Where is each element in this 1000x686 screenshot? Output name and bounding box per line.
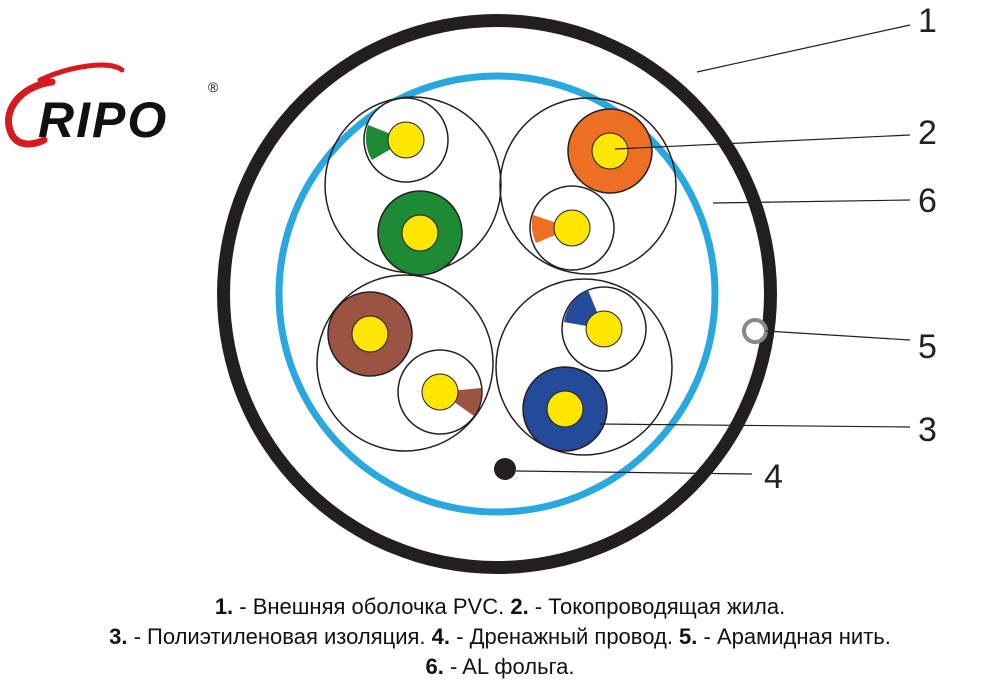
legend-text: - Токопроводящая жила.: [528, 594, 786, 619]
drain-wire: [494, 458, 516, 480]
legend: 1. - Внешняя оболочка PVC. 2. - Токопров…: [0, 592, 1000, 682]
legend-num: 5.: [679, 624, 698, 649]
legend-text: - Полиэтиленовая изоляция.: [127, 624, 432, 649]
pair-shield-orange: [499, 97, 677, 275]
leader-line-3: [599, 423, 911, 428]
legend-text: - AL фольга.: [443, 654, 575, 679]
leader-line-2: [614, 134, 911, 150]
callout-2: 2: [918, 114, 937, 152]
legend-num: 2.: [510, 594, 529, 619]
leader-line-6: [712, 199, 911, 204]
wire-orange: [567, 108, 653, 194]
wire-blue: [522, 366, 608, 452]
cable-cross-section-diagram: RIPO ®: [5, 2, 937, 574]
legend-num: 1.: [214, 594, 234, 619]
legend-num: 3.: [109, 624, 128, 649]
wire-white-orange: [529, 185, 615, 271]
legend-line-1: 1. - Внешняя оболочка PVC. 2. - Токопров…: [0, 592, 1000, 622]
legend-num: 6.: [425, 654, 444, 679]
leader-line-5: [765, 330, 911, 341]
logo-swoosh-top: [37, 62, 125, 83]
wire-white-green: [363, 97, 449, 183]
logo-text: RIPO: [38, 92, 168, 148]
wire-green: [377, 190, 463, 276]
wire-white-brown: [397, 349, 483, 435]
logo-swoosh: [5, 78, 56, 148]
callout-4: 4: [764, 458, 783, 496]
wire-brown: [327, 291, 413, 377]
pair-shield-blue: [495, 278, 673, 456]
legend-line-2: 3. - Полиэтиленовая изоляция. 4. - Дрена…: [0, 622, 1000, 652]
jacket-inner-area: [230, 27, 764, 561]
pair-shield-brown: [316, 274, 494, 452]
ripo-logo: RIPO ®: [5, 62, 219, 148]
leader-line-4: [515, 470, 753, 475]
logo-registered-mark: ®: [208, 79, 219, 95]
callout-3: 3: [918, 411, 937, 449]
legend-text: - Дренажный провод.: [450, 624, 680, 649]
al-foil: [275, 72, 719, 516]
leader-line-1: [696, 24, 911, 73]
callout-6: 6: [918, 182, 937, 220]
wire-white-blue: [561, 286, 647, 372]
aramid-yarn: [742, 318, 768, 344]
callout-1: 1: [918, 2, 937, 40]
legend-line-3: 6. - AL фольга.: [0, 652, 1000, 682]
legend-text: - Арамидная нить.: [697, 624, 891, 649]
legend-text: - Внешняя оболочка PVC.: [233, 594, 511, 619]
callout-5: 5: [918, 328, 937, 366]
legend-num: 4.: [431, 624, 451, 649]
